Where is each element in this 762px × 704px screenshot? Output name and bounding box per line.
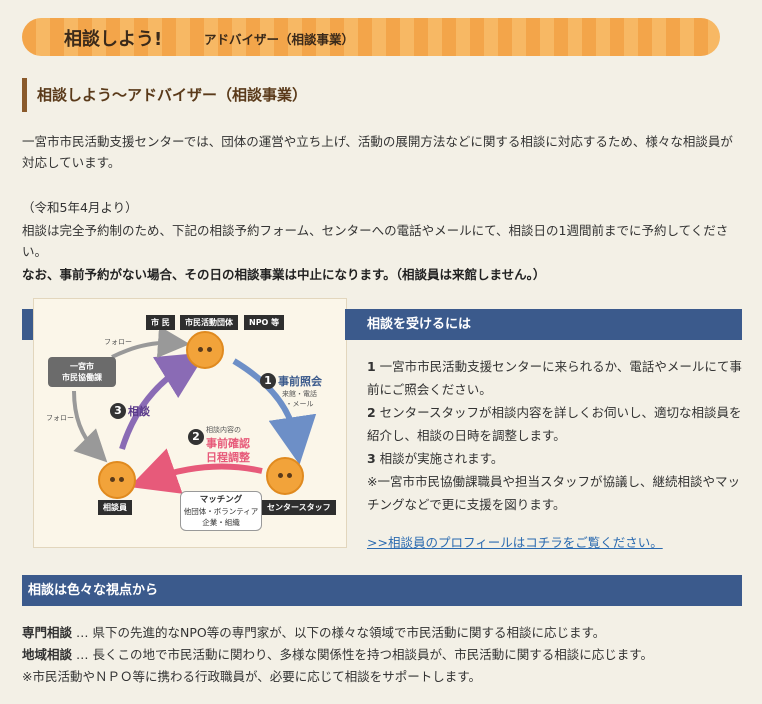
banner-title: 相談しよう! [64, 29, 163, 50]
step1-sublabel: 来館・電話 ・メール [282, 390, 317, 408]
receive-step-3: 3 相談が実施されます。 [367, 451, 504, 466]
arrow-step3 [119, 352, 207, 450]
step3-label: 相談 [128, 405, 150, 418]
step2-number: 2 [188, 429, 204, 445]
notice-date: （令和5年4月より） [22, 200, 138, 215]
step2-pre-label: 相談内容の [206, 426, 241, 434]
banner-subtitle: アドバイザー（相談事業） [204, 32, 355, 47]
arrow-step2 [129, 448, 263, 494]
city-office-box: 一宮市 市民協働課 [48, 357, 116, 387]
citizen-node-icon [186, 331, 224, 369]
local-consult-label: 地域相談 [22, 647, 73, 662]
arrow-follow1 [111, 325, 190, 359]
arrow-follow2 [72, 390, 108, 463]
expert-consult-label: 専門相談 [22, 625, 73, 640]
step2-label-a: 事前確認 [206, 437, 250, 450]
arrow-step1 [232, 358, 317, 465]
label-advisor: 相談員 [98, 500, 132, 515]
receive-step-1: 1 一宮市市民活動支援センターに来られるか、電話やメールにて事前にご照会ください… [367, 359, 742, 397]
receive-step-2: 2 センタースタッフが相談内容を詳しくお伺いし、適切な相談員を紹介し、相談の日時… [367, 405, 742, 443]
expert-consult-line: 専門相談 … 県下の先進的なNPO等の専門家が、以下の様々な領域で市民活動に関す… [22, 625, 606, 640]
follow-label-1: フォロー [104, 338, 132, 346]
receive-steps: 1 一宮市市民活動支援センターに来られるか、電話やメールにて事前にご照会ください… [367, 355, 742, 516]
flow-arrows [72, 325, 317, 494]
page-banner: 相談しよう! アドバイザー（相談事業） [22, 18, 720, 56]
label-npo: NPO 等 [244, 315, 285, 330]
notice-warning: なお、事前予約がない場合、その日の相談事業は中止になります。（相談員は来館しませ… [22, 267, 546, 282]
advisor-node-icon [98, 461, 136, 499]
advisor-profile-link[interactable]: >>相談員のプロフィールはコチラをご覧ください。 [367, 535, 663, 550]
step2-label-b: 日程調整 [206, 451, 250, 464]
views-note: ※市民活動やＮＰＯ等に携わる行政職員が、必要に応じて相談をサポートします。 [22, 669, 481, 684]
intro-text: 一宮市市民活動支援センターでは、団体の運営や立ち上げ、活動の展開方法などに関する… [22, 134, 733, 170]
receive-bar-left [22, 309, 33, 340]
step1-number: 1 [260, 373, 276, 389]
views-heading: 相談は色々な視点から [22, 575, 742, 606]
step3-number: 3 [110, 403, 126, 419]
matching-box: マッチング 他団体・ボランティア 企業・組織 [180, 491, 262, 531]
local-consult-line: 地域相談 … 長くこの地で市民活動に関わり、多様な関係性を持つ相談員が、市民活動… [22, 647, 653, 662]
matching-title: マッチング [199, 495, 243, 505]
label-group: 市民活動団体 [180, 315, 238, 330]
label-citizen: 市 民 [146, 315, 175, 330]
staff-node-icon [266, 457, 304, 495]
receive-heading: 相談を受けるには [345, 309, 742, 340]
receive-note: ※一宮市市民協働課職員や担当スタッフが協議し、継続相談やマッチングなどで更に支援… [367, 474, 740, 512]
section-title: 相談しよう～アドバイザー（相談事業） [22, 78, 367, 112]
matching-body: 他団体・ボランティア 企業・組織 [183, 507, 259, 527]
notice-body: 相談は完全予約制のため、下記の相談予約フォーム、センターへの電話やメールにて、相… [22, 223, 729, 259]
step1-label: 事前照会 [278, 375, 322, 388]
follow-label-2: フォロー [46, 414, 74, 422]
label-staff: センタースタッフ [262, 500, 336, 515]
consultation-flow-diagram: 市 民 市民活動団体 NPO 等 相談員 センタースタッフ 一宮市 市民協働課 … [33, 298, 347, 548]
